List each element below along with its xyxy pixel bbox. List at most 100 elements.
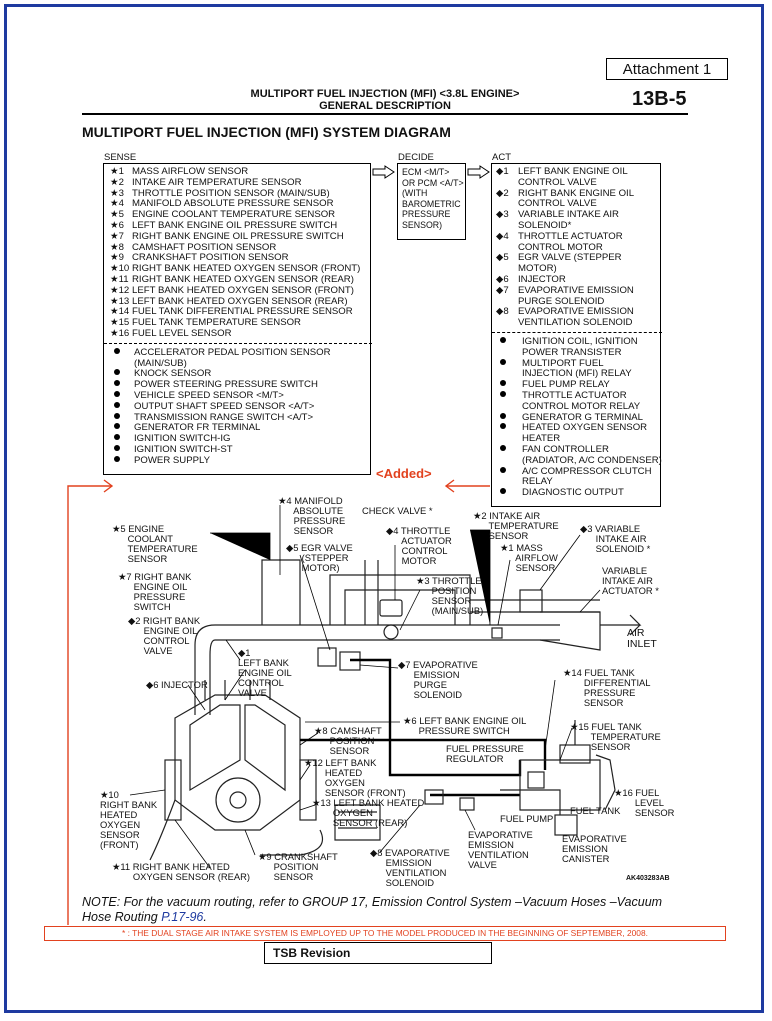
- sense-other-item: TRANSMISSION RANGE SWITCH <A/T>: [110, 412, 370, 424]
- act-item-cont: CONTROL MOTOR: [496, 242, 660, 254]
- act-item: ◆3 VARIABLE INTAKE AIR: [496, 209, 660, 221]
- act-other-item: DIAGNOSTIC OUTPUT: [496, 487, 660, 499]
- act-item-mark: ◆3: [496, 209, 509, 221]
- sense-other-item: OUTPUT SHAFT SPEED SENSOR <A/T>: [110, 400, 370, 413]
- decide-line: BAROMETRIC: [402, 198, 461, 209]
- page-frame: [4, 4, 764, 1013]
- sense-other-item: IGNITION SWITCH-ST: [110, 443, 370, 456]
- act-item-label-2: SOLENOID*: [518, 219, 572, 231]
- act-other-label: FUEL PUMP RELAY: [522, 379, 610, 391]
- sense-other-item: IGNITION SWITCH-IG: [110, 433, 370, 445]
- fuel-tank-assembly: [424, 720, 616, 836]
- sense-heading: SENSE: [104, 152, 137, 163]
- engine-block: [149, 680, 381, 861]
- act-other-label: DIAGNOSTIC OUTPUT: [522, 487, 624, 499]
- bullet-dot: [114, 434, 120, 441]
- decide-to-act-arrow: [467, 165, 490, 179]
- sense-item-mark: ★1: [110, 166, 124, 177]
- label-rb-o2-rear: ★11 RIGHT BANK HEATED OXYGEN SENSOR (REA…: [112, 861, 251, 882]
- bullet-dot: [500, 444, 506, 451]
- label-fuel-level-sensor: ★16 FUEL LEVEL SENSOR: [614, 787, 675, 818]
- sense-other-label: GENERATOR FR TERMINAL: [134, 422, 261, 434]
- bullet-dot: [114, 455, 120, 462]
- sense-item-label: LEFT BANK HEATED OXYGEN SENSOR (REAR): [132, 295, 348, 307]
- act-other-item: THROTTLE ACTUATOR: [496, 390, 660, 402]
- label-evap-canister: EVAPORATIVE EMISSION CANISTER: [562, 833, 627, 864]
- sense-item-mark: ★11: [110, 273, 129, 285]
- diagram-title: MULTIPORT FUEL INJECTION (MFI) SYSTEM DI…: [82, 124, 451, 140]
- act-item: ◆4 THROTTLE ACTUATOR: [496, 230, 660, 243]
- sense-other-label: (MAIN/SUB): [134, 357, 187, 369]
- label-fuel-pressure-regulator: FUEL PRESSURE REGULATOR: [446, 743, 524, 764]
- act-item-mark: ◆6: [496, 273, 509, 285]
- sense-item-label: MANIFOLD ABSOLUTE PRESSURE SENSOR: [132, 198, 334, 210]
- label-lb-oil-control-valve: ◆1 LEFT BANK ENGINE OIL CONTROL VALVE: [238, 647, 292, 698]
- section-header-line2: GENERAL DESCRIPTION: [319, 100, 451, 112]
- label-evap-ventilation-solenoid: ◆8 EVAPORATIVE EMISSION VENTILATION SOLE…: [370, 847, 450, 888]
- act-item-cont: CONTROL VALVE: [496, 176, 660, 189]
- label-lb-o2-front: ★12 LEFT BANK HEATED OXYGEN SENSOR (FRON…: [304, 757, 406, 798]
- act-item-label-1: VARIABLE INTAKE AIR: [518, 209, 619, 221]
- bullet-dot: [500, 488, 506, 495]
- act-other-label: INJECTION (MFI) RELAY: [522, 368, 632, 380]
- act-other-item: INJECTION (MFI) RELAY: [496, 368, 660, 380]
- act-heading: ACT: [492, 152, 511, 163]
- act-item-mark: ◆5: [496, 252, 509, 264]
- act-other-label: HEATED OXYGEN SENSOR: [522, 422, 648, 434]
- label-fuel-pump: FUEL PUMP: [500, 813, 554, 824]
- label-fuel-tank: FUEL TANK: [570, 805, 621, 816]
- bullet-dot: [500, 466, 506, 473]
- sense-item-label: MASS AIRFLOW SENSOR: [132, 166, 249, 177]
- sense-other-item: VEHICLE SPEED SENSOR <M/T>: [110, 390, 370, 402]
- sense-other-label: OUTPUT SHAFT SPEED SENSOR <A/T>: [134, 400, 315, 412]
- act-other-item: RELAY: [496, 476, 660, 488]
- sense-item-label: RIGHT BANK HEATED OXYGEN SENSOR (REAR): [132, 273, 354, 285]
- sense-other-label: IGNITION SWITCH-IG: [134, 433, 231, 445]
- act-other-item: MULTIPORT FUEL: [496, 357, 660, 370]
- leader-lines: [129, 505, 601, 869]
- decide-line: (WITH: [402, 188, 428, 198]
- act-item-label-2: VENTILATION SOLENOID: [518, 317, 633, 329]
- sense-item-label: FUEL TANK DIFFERENTIAL PRESSURE SENSOR: [132, 306, 353, 318]
- sense-item-mark: ★9: [110, 252, 124, 264]
- label-check-valve: CHECK VALVE *: [362, 505, 433, 516]
- sense-item-label: LEFT BANK HEATED OXYGEN SENSOR (FRONT): [132, 284, 354, 296]
- label-iat-sensor: ★2 INTAKE AIR TEMPERATURE SENSOR: [473, 510, 559, 541]
- bullet-dot: [114, 369, 120, 376]
- act-item-cont: MOTOR): [496, 263, 660, 275]
- act-other-label: FAN CONTROLLER: [522, 443, 609, 455]
- sense-item-label: RIGHT BANK ENGINE OIL PRESSURE SWITCH: [132, 230, 344, 242]
- act-divider: [492, 331, 662, 333]
- bullet-dot: [500, 390, 506, 397]
- sense-item-label: FUEL TANK TEMPERATURE SENSOR: [132, 317, 301, 329]
- act-other-label: MULTIPORT FUEL: [522, 357, 604, 369]
- act-other-label: POWER TRANSISTER: [522, 346, 622, 358]
- sense-item-label: CRANKSHAFT POSITION SENSOR: [132, 252, 289, 264]
- label-map-sensor: ★4 MANIFOLD ABSOLUTE PRESSURE SENSOR: [278, 495, 346, 536]
- sense-other-label: IGNITION SWITCH-ST: [134, 443, 233, 455]
- act-item-label-1: THROTTLE ACTUATOR: [518, 230, 623, 242]
- label-fuel-tank-diff-pressure: ★14 FUEL TANK DIFFERENTIAL PRESSURE SENS…: [563, 667, 651, 708]
- label-maf-sensor: ★1 MASS AIRFLOW SENSOR: [500, 542, 558, 573]
- note-link[interactable]: P.17-96: [161, 910, 204, 924]
- act-item-mark: ◆4: [496, 230, 509, 242]
- figure-code: AK403283AB: [626, 875, 670, 882]
- sense-item-mark: ★13: [110, 295, 130, 307]
- label-crankshaft-sensor: ★9 CRANKSHAFT POSITION SENSOR: [258, 851, 338, 882]
- act-other-label: (RADIATOR, A/C CONDENSER): [522, 454, 662, 466]
- added-label: <Added>: [376, 466, 432, 481]
- act-item-label-1: EVAPORATIVE EMISSION: [518, 306, 634, 318]
- act-item-mark: ◆2: [496, 187, 509, 199]
- act-item-label-2: CONTROL VALVE: [518, 176, 597, 188]
- added-outline: [67, 479, 490, 925]
